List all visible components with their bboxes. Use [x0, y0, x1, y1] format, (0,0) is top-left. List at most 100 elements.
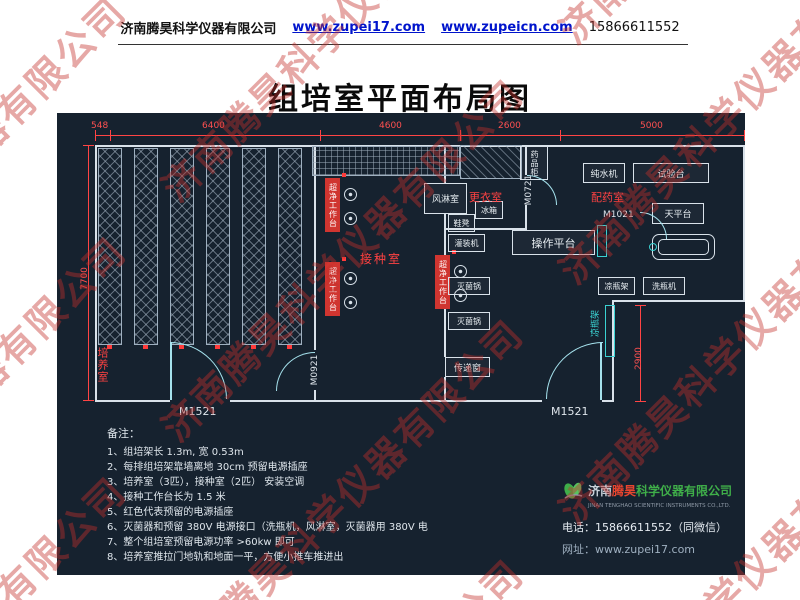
footer-company-en: JINAN TENGHAO SCIENTIFIC INSTRUMENTS CO.…: [588, 503, 731, 509]
pure-water-machine: 纯水机: [583, 163, 625, 183]
dim-4600: 4600: [379, 121, 402, 131]
operation-platform: 操作平台: [512, 230, 595, 255]
dim-line-right: [640, 305, 641, 402]
dim-tick: [560, 130, 561, 141]
wall-bottom-1: [95, 400, 170, 402]
clean-bench-label: 超净工作台: [328, 266, 338, 312]
page-title: 组培室平面布局图: [268, 82, 532, 117]
corner-hatch-area: [460, 145, 522, 179]
note-item: 5、红色代表预留的电源插座: [107, 507, 234, 518]
notes-title: 备注：: [107, 427, 140, 440]
door-arc-m1521-left: [170, 342, 227, 399]
wall-right: [743, 145, 745, 302]
fridge: 冰箱: [475, 201, 503, 219]
wall-changing-right-2: [525, 205, 527, 230]
door-label-m1021: M1021: [603, 210, 634, 220]
footer-logo-block: 济南腾昊科学仪器有限公司 JINAN TENGHAO SCIENTIFIC IN…: [562, 479, 742, 557]
dim-tick: [635, 401, 646, 402]
wall-changing-bottom: [444, 228, 527, 230]
dim-tick: [744, 130, 745, 141]
power-outlet: [342, 173, 346, 177]
note-item: 1、组培架长 1.3m, 宽 0.53m: [107, 447, 244, 458]
wall-culture-1: [314, 145, 316, 350]
power-outlet: [143, 345, 148, 349]
door-label-m1521-left: M1521: [179, 405, 217, 418]
header-divider: [118, 44, 688, 45]
footer-phone: 电话：15866611552（同微信）: [562, 521, 727, 534]
door-leaf: [600, 342, 602, 400]
power-outlet: [251, 345, 256, 349]
footer-website: 网址：www.zupei17.com: [562, 543, 696, 556]
top-rack: [312, 146, 460, 176]
dim-line-top: [95, 135, 745, 136]
dim-tick: [110, 130, 111, 141]
dim-tick: [95, 130, 96, 141]
culture-rack: [206, 148, 230, 345]
dim-6400: 6400: [202, 121, 225, 131]
note-item: 4、接种工作台长为 1.5 米: [107, 492, 226, 503]
clean-bench: 超净工作台: [325, 262, 340, 316]
header-phone: 15866611552: [588, 20, 680, 35]
sterilizer-1: 灭菌锅: [448, 277, 490, 295]
stool: [344, 272, 357, 285]
clean-bench-label: 超净工作台: [438, 259, 448, 305]
dim-7700: 7700: [80, 267, 90, 290]
note-item: 8、培养室推拉门地轨和地面一平，方便小推车推进出: [107, 552, 344, 563]
note-item: 3、培养室（3匹），接种室（2匹） 安装空调: [107, 477, 305, 488]
air-shower-room: 风淋室: [424, 183, 467, 214]
shoe-bench: 鞋凳: [448, 214, 475, 232]
transfer-window: 传递窗: [445, 357, 490, 377]
sink-basin: [658, 239, 709, 255]
door-label-m0921: M0921: [310, 354, 320, 386]
power-outlet: [107, 345, 112, 349]
door-marker: [597, 225, 607, 257]
dim-tick: [460, 130, 461, 141]
room-label-culture: 培养室: [96, 347, 109, 383]
note-item: 6、灭菌器和预留 380V 电源接口（洗瓶机，风淋室，灭菌器用 380V 电: [107, 522, 428, 533]
note-item: 7、整个组培室预留电源功率 >60kw 即可: [107, 537, 295, 548]
stool: [344, 188, 357, 201]
wall-bottom-3: [602, 400, 614, 402]
note-item: 2、每排组培架靠墙离地 30cm 预留电源插座: [107, 462, 308, 473]
door-label-m1521-right: M1521: [551, 405, 589, 418]
wall-step-h: [612, 300, 745, 302]
clean-bench: 超净工作台: [435, 255, 450, 309]
wall-culture-2: [314, 390, 316, 402]
wall-mid-3: [444, 377, 446, 402]
faucet: [649, 243, 657, 251]
stool: [344, 212, 357, 225]
power-outlet: [287, 345, 292, 349]
stool: [344, 296, 357, 309]
room-label-pharmacy: 配药室: [591, 191, 624, 204]
culture-rack: [98, 148, 122, 345]
header-company: 济南腾昊科学仪器有限公司: [120, 22, 277, 37]
culture-rack: [242, 148, 266, 345]
wall-step-v: [612, 300, 614, 402]
stool: [454, 289, 467, 302]
culture-rack: [170, 148, 194, 345]
culture-rack: [134, 148, 158, 345]
footer-company-suffix: 科学仪器有限公司: [636, 483, 733, 498]
bottle-rack-h: 凉瓶架: [598, 277, 635, 295]
dim-2900: 2900: [634, 347, 644, 370]
power-outlet: [452, 250, 456, 254]
wall-left: [95, 145, 97, 402]
room-label-changing: 更衣室: [469, 191, 502, 204]
bottle-rack-v-shape: [605, 305, 615, 357]
culture-rack: [278, 148, 302, 345]
header-link-zupeicn[interactable]: www.zupeicn.com: [441, 20, 573, 35]
filling-machine: 灌装机: [448, 234, 485, 252]
dim-5000: 5000: [640, 121, 663, 131]
header: 济南腾昊科学仪器有限公司 www.zupei17.com www.zupeicn…: [0, 18, 800, 37]
door-label-m0721: M0721: [524, 174, 534, 206]
footer-company-prefix: 济南: [588, 483, 613, 498]
bottle-rack-v-label: 凉瓶架: [591, 310, 601, 338]
door-arc-m1521-right: [546, 342, 603, 399]
door-leaf: [170, 342, 172, 400]
power-outlet: [342, 257, 346, 261]
balance-table: 天平台: [652, 203, 704, 224]
header-link-zupei17[interactable]: www.zupei17.com: [292, 20, 426, 35]
bottle-washer: 洗瓶机: [643, 277, 685, 295]
dim-line-left: [88, 145, 89, 400]
